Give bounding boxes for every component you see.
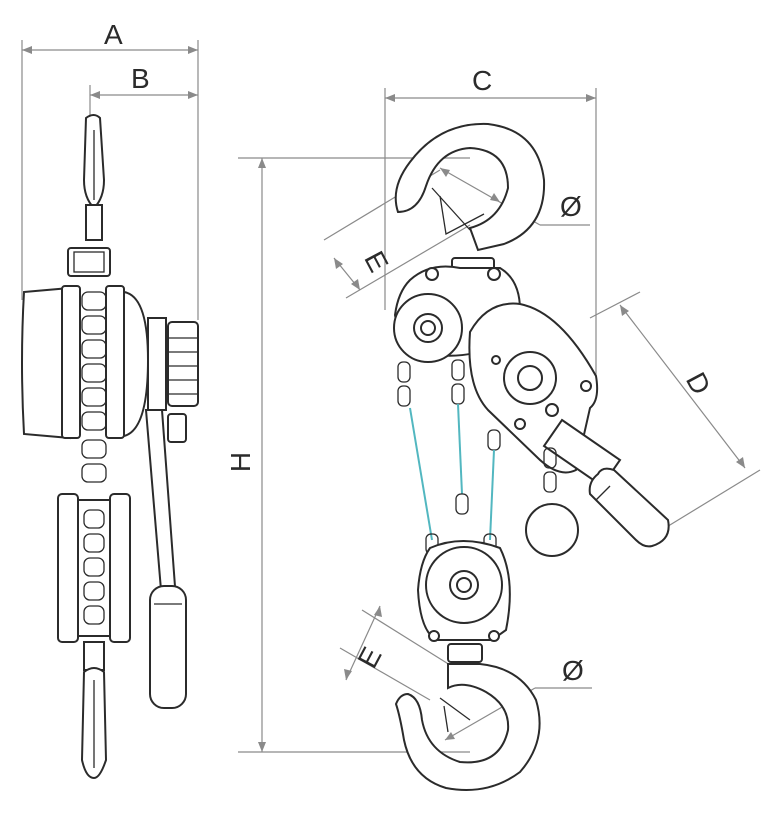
- label-a: A: [104, 19, 123, 50]
- label-diameter-bottom: Ø: [562, 655, 584, 686]
- load-chain-right: [489, 449, 495, 541]
- hand-chain-ball: [525, 503, 579, 557]
- dimension-a: [21, 40, 199, 320]
- bottom-hook: [394, 663, 541, 791]
- side-view: [21, 114, 199, 780]
- dimension-b: [89, 85, 198, 115]
- dimension-e-bottom: [339, 605, 451, 701]
- label-diameter-top: Ø: [560, 191, 582, 222]
- load-chain-left: [409, 407, 433, 541]
- label-c: C: [472, 65, 492, 96]
- upper-sheave: [393, 293, 463, 363]
- load-chain-middle: [457, 403, 463, 495]
- dimension-d: [589, 291, 761, 529]
- top-hook: [394, 122, 546, 252]
- label-e-bottom: E: [352, 642, 388, 673]
- front-view: [393, 122, 670, 791]
- label-h: H: [225, 452, 256, 472]
- label-b: B: [131, 63, 150, 94]
- dimension-c: [384, 88, 597, 380]
- label-d: D: [680, 367, 717, 399]
